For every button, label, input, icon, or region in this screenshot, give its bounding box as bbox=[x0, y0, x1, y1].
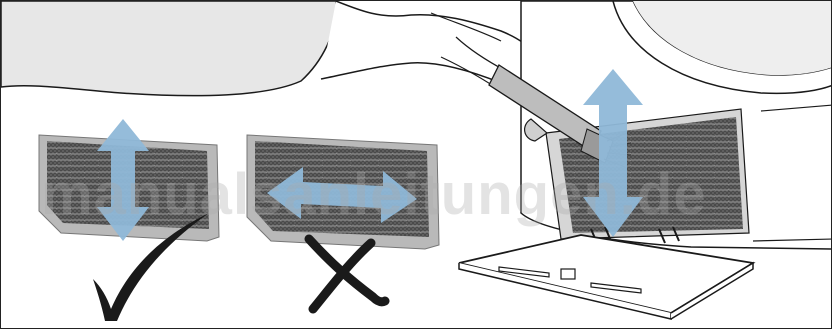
watermark-text: manualsanleitungen.de bbox=[41, 161, 811, 228]
cross-mark-icon bbox=[309, 239, 385, 309]
hand-illustration bbox=[1, 1, 581, 129]
